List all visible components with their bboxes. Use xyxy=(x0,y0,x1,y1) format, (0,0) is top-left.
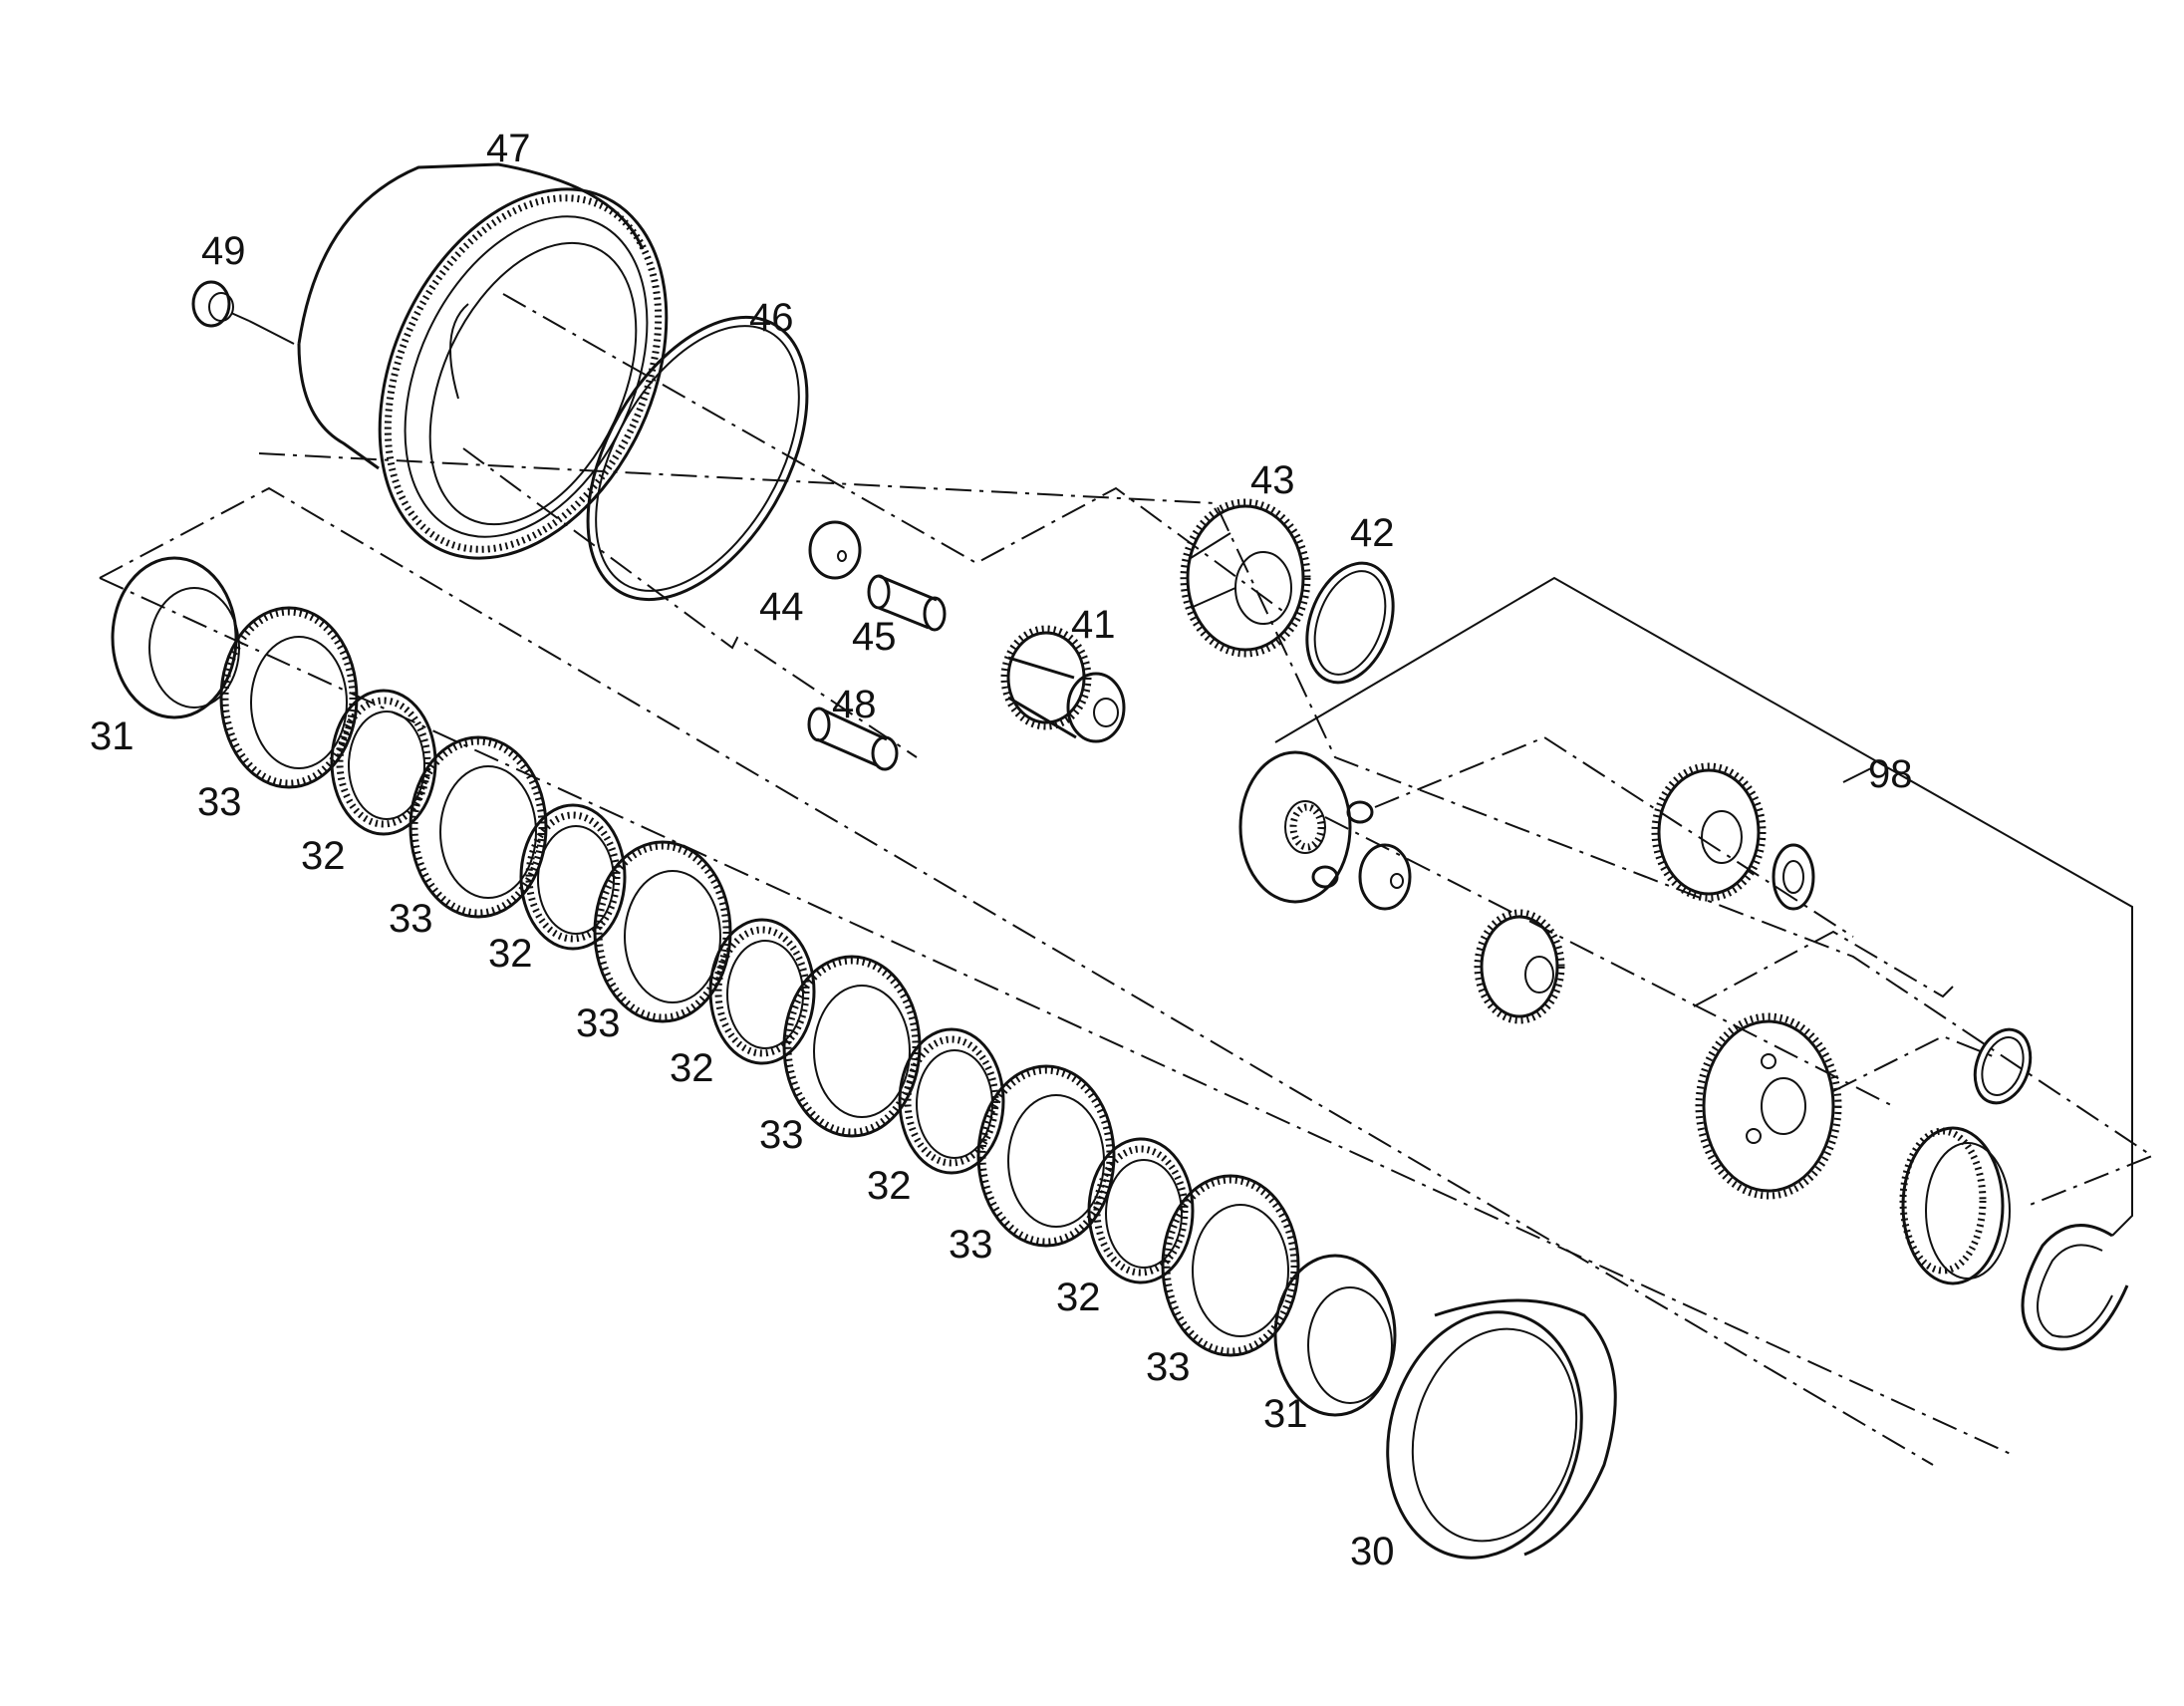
thrust-plate-31-bottom xyxy=(1273,1254,1397,1417)
planet-gear-lower xyxy=(1474,909,1565,1024)
label-33-6: 33 xyxy=(1146,1345,1191,1389)
carrier-axis-line xyxy=(1324,816,1894,1107)
thrust-washer-44 xyxy=(808,520,862,580)
steel-disc-32-1 xyxy=(330,689,437,836)
label-45: 45 xyxy=(852,615,897,659)
label-33-4: 33 xyxy=(759,1113,804,1157)
label-30: 30 xyxy=(1350,1530,1395,1573)
steel-disc-32-2 xyxy=(519,803,627,951)
o-ring-46 xyxy=(586,315,809,602)
pin-45 xyxy=(867,574,947,632)
label-43: 43 xyxy=(1250,458,1295,502)
steel-disc-32-3 xyxy=(708,918,816,1065)
label-32-1: 32 xyxy=(301,834,346,878)
disc-stack xyxy=(111,556,1397,1417)
planet-washer-upper xyxy=(1772,843,1815,911)
carrier-washer xyxy=(1358,843,1412,911)
disc-stack-return-line xyxy=(99,486,1934,1466)
label-33-5: 33 xyxy=(949,1223,993,1267)
friction-disc-33-5 xyxy=(976,1064,1116,1248)
disc-stack-axis-line xyxy=(99,577,2014,1456)
gear-43 xyxy=(1180,498,1311,658)
label-48: 48 xyxy=(832,683,877,726)
friction-disc-33-6 xyxy=(1161,1174,1300,1357)
friction-disc-33-2 xyxy=(409,735,548,919)
steel-disc-32-4 xyxy=(898,1027,1005,1175)
label-32-5: 32 xyxy=(1056,1276,1101,1319)
retaining-ring xyxy=(2021,1224,2129,1351)
label-42: 42 xyxy=(1350,511,1395,555)
pin-48 xyxy=(807,707,899,771)
label-31-top: 31 xyxy=(90,714,135,758)
part-labels: 47 49 46 43 42 44 45 41 48 98 31 33 32 3… xyxy=(90,127,1913,1573)
group-98-leaders xyxy=(1274,576,2133,1237)
label-98: 98 xyxy=(1868,752,1913,796)
label-33-3: 33 xyxy=(576,1001,621,1045)
needle-cage xyxy=(1899,1126,2011,1285)
planet-gear-upper xyxy=(1651,762,1767,902)
snap-ring-axis-line xyxy=(1832,1034,1994,1092)
label-46: 46 xyxy=(749,296,794,340)
pin48-axis-line xyxy=(462,447,918,758)
planet-carrier xyxy=(1238,750,1374,904)
label-33-1: 33 xyxy=(197,780,242,824)
sun-gear-41 xyxy=(1000,625,1126,743)
label-49: 49 xyxy=(201,229,246,273)
label-32-4: 32 xyxy=(867,1164,912,1208)
ring-gear-carrier xyxy=(1695,1012,1842,1200)
label-31-bottom: 31 xyxy=(1263,1392,1308,1436)
snap-ring-42 xyxy=(1305,561,1395,685)
steel-disc-32-5 xyxy=(1087,1137,1195,1284)
label-32-3: 32 xyxy=(670,1046,714,1090)
friction-disc-33-1 xyxy=(219,606,359,789)
label-41: 41 xyxy=(1071,603,1116,647)
label-32-2: 32 xyxy=(488,932,533,976)
label-47: 47 xyxy=(486,127,531,170)
outer-ring-30 xyxy=(1386,1298,1617,1560)
label-44: 44 xyxy=(759,585,804,629)
small-snap-ring xyxy=(1973,1027,2033,1105)
plug-49 xyxy=(191,280,295,345)
axis-lines xyxy=(99,293,2155,1466)
ring-axis-line xyxy=(1693,930,1954,1007)
upper-gear-axis-line xyxy=(1374,735,1854,938)
label-33-2: 33 xyxy=(389,897,433,941)
